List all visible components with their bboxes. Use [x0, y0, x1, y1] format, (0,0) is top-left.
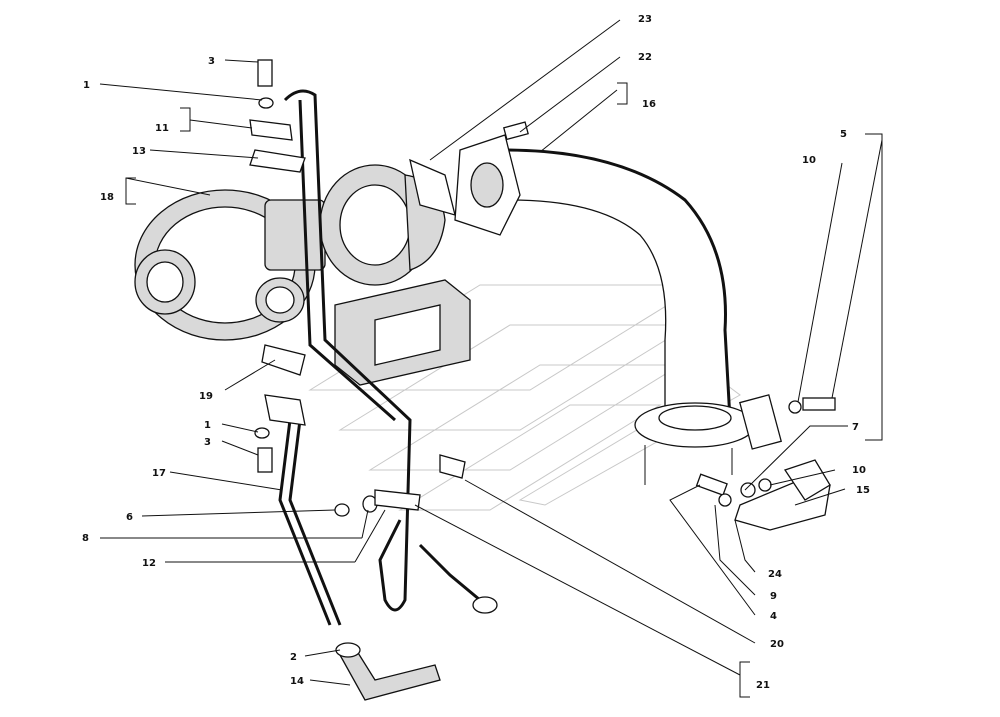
oil-supply-tube: [283, 89, 498, 614]
callout-9: 9: [770, 591, 777, 602]
callout-24: 24: [768, 569, 782, 580]
callout-17: 17: [152, 468, 166, 479]
callout-3-top: 3: [208, 56, 215, 67]
callout-10-top: 10: [802, 155, 816, 166]
callout-19: 19: [199, 391, 213, 402]
callout-13: 13: [132, 146, 146, 157]
callout-7: 7: [852, 422, 859, 433]
callout-16: 16: [642, 99, 656, 110]
callout-21: 21: [756, 680, 770, 691]
callout-5: 5: [840, 129, 847, 140]
callout-20: 20: [770, 639, 784, 650]
callout-8: 8: [82, 533, 89, 544]
pipe-flange: [409, 134, 521, 236]
callout-4: 4: [770, 611, 777, 622]
callout-23: 23: [638, 14, 652, 25]
callout-18: 18: [100, 192, 114, 203]
callout-10-bottom: 10: [852, 465, 866, 476]
outlet-flange-block: [334, 279, 471, 386]
callout-1-mid: 1: [204, 420, 211, 431]
leader-lines: [99, 19, 883, 698]
callout-11: 11: [155, 123, 169, 134]
callout-2: 2: [290, 652, 297, 663]
callout-14: 14: [290, 676, 304, 687]
drain-hose: [335, 642, 441, 701]
callout-6: 6: [126, 512, 133, 523]
callout-1-top: 1: [83, 80, 90, 91]
turbocharger: [134, 164, 446, 341]
callout-12: 12: [142, 558, 156, 569]
oil-drain-tube: [264, 394, 342, 626]
callout-labels: 3 1 11 13 18 23 22 16 5 10 19 1 3 17 6 8…: [82, 14, 870, 691]
callout-22: 22: [638, 52, 652, 63]
fasteners: [249, 59, 836, 531]
callout-3-mid: 3: [204, 437, 211, 448]
callout-15: 15: [856, 485, 870, 496]
exhaust-pipe: [504, 148, 783, 485]
